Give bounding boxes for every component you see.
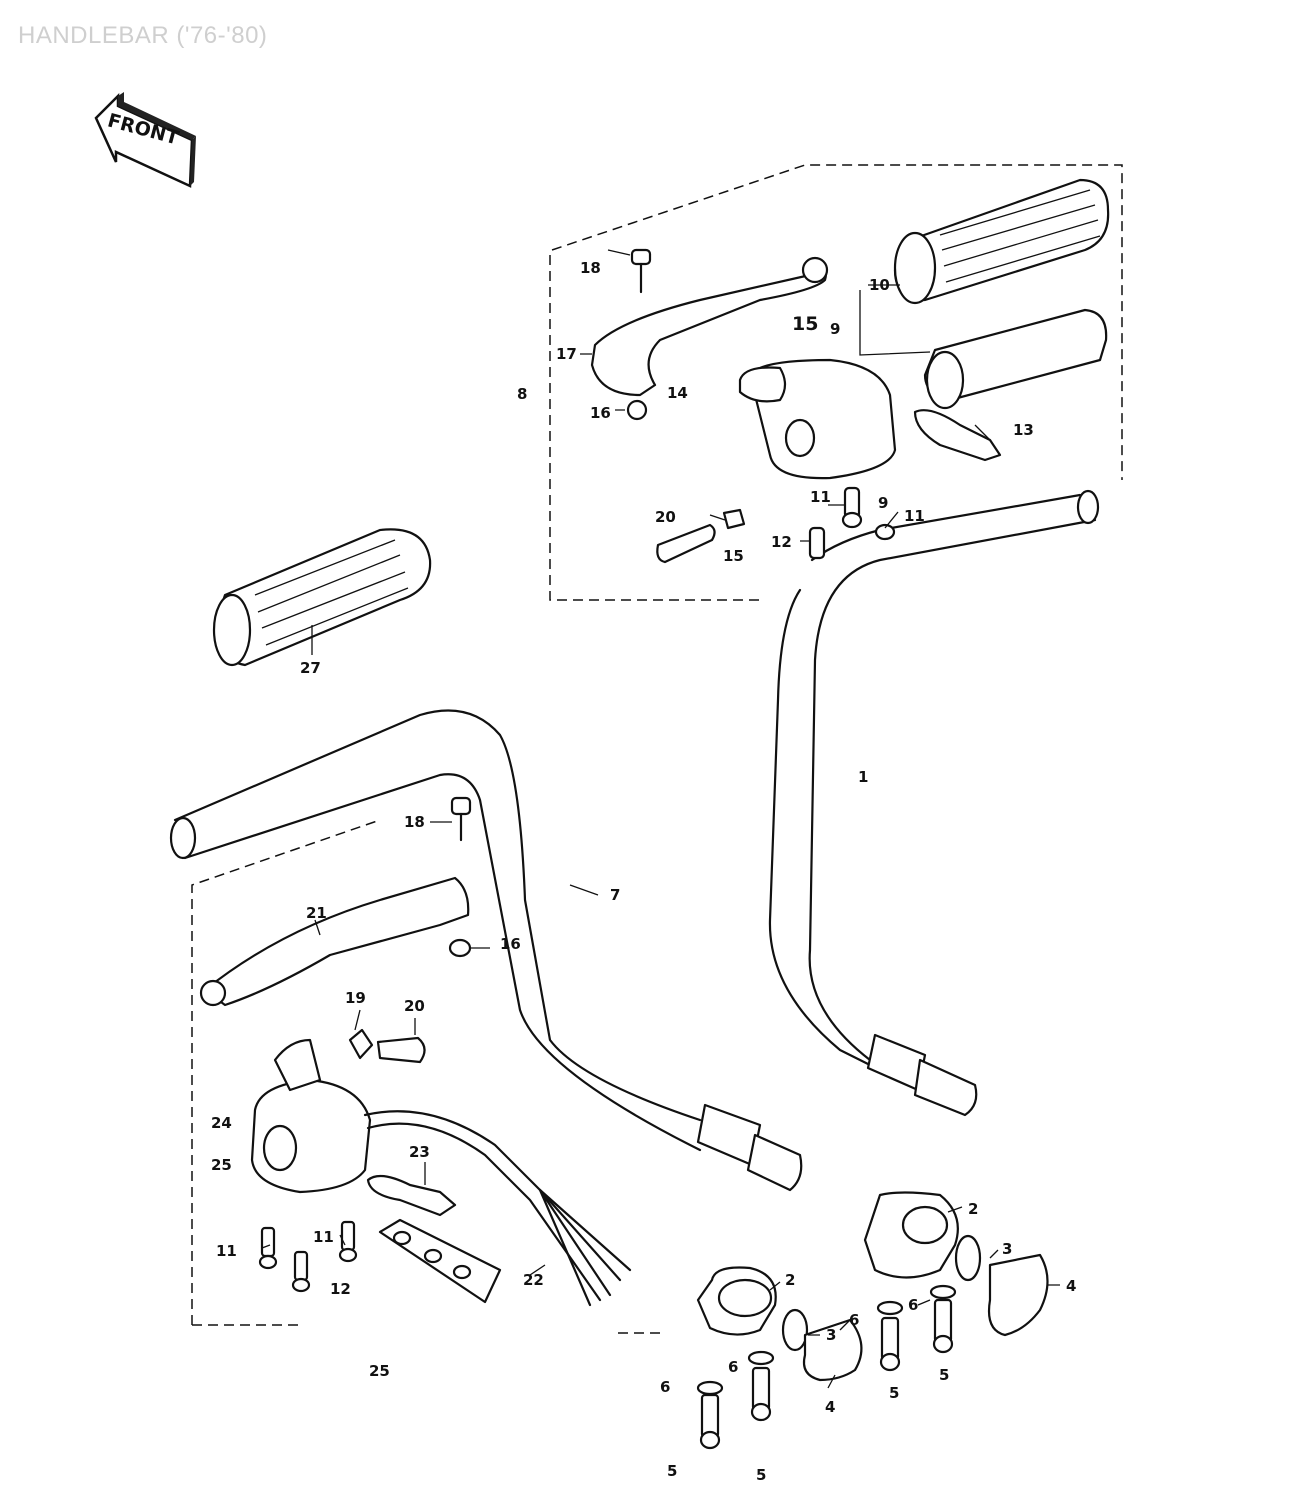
callout-15: 15 bbox=[723, 547, 744, 565]
left-handlebar bbox=[169, 709, 803, 1192]
callout-23: 23 bbox=[409, 1143, 430, 1161]
callout-25: 25 bbox=[369, 1362, 390, 1380]
callout-12: 12 bbox=[771, 533, 792, 551]
handlebar-risers bbox=[696, 1191, 1049, 1450]
callout-11: 11 bbox=[904, 507, 925, 525]
callout-18: 18 bbox=[580, 259, 601, 277]
callout-5: 5 bbox=[939, 1366, 949, 1384]
callout-5: 5 bbox=[756, 1466, 766, 1484]
callout-1: 1 bbox=[858, 768, 868, 786]
callout-9: 9 bbox=[830, 320, 840, 338]
callout-11: 11 bbox=[810, 488, 831, 506]
callout-2: 2 bbox=[785, 1271, 795, 1289]
callout-15: 15 bbox=[792, 313, 818, 335]
callout-6: 6 bbox=[849, 1311, 859, 1329]
throttle-sleeve bbox=[923, 308, 1108, 410]
callout-labels: 1 2 2 3 3 4 4 5 5 5 5 6 6 6 6 7 8 9 9 10… bbox=[211, 259, 1076, 1484]
callout-18: 18 bbox=[404, 813, 425, 831]
master-cylinder bbox=[738, 358, 897, 480]
callout-17: 17 bbox=[556, 345, 577, 363]
callout-27: 27 bbox=[300, 659, 321, 677]
left-lever bbox=[199, 876, 470, 1007]
callout-12: 12 bbox=[330, 1280, 351, 1298]
callout-16: 16 bbox=[590, 404, 611, 422]
callout-4: 4 bbox=[1066, 1277, 1076, 1295]
callout-11: 11 bbox=[313, 1228, 334, 1246]
left-switch-housing bbox=[250, 1038, 632, 1307]
callout-3: 3 bbox=[1002, 1240, 1012, 1258]
front-arrow-badge: FRONT bbox=[94, 92, 196, 188]
callout-6: 6 bbox=[908, 1296, 918, 1314]
callout-16: 16 bbox=[500, 935, 521, 953]
callout-leaders bbox=[261, 249, 1060, 1389]
throttle-clamp bbox=[913, 409, 1002, 462]
left-assembly-box bbox=[191, 819, 660, 1334]
right-handlebar bbox=[768, 489, 1100, 1117]
diagram-title: HANDLEBAR ('76-'80) bbox=[18, 22, 268, 49]
left-grip bbox=[212, 528, 432, 667]
callout-4: 4 bbox=[825, 1398, 835, 1416]
right-assembly-box bbox=[549, 164, 1123, 601]
callout-19: 19 bbox=[345, 989, 366, 1007]
callout-13: 13 bbox=[1013, 421, 1034, 439]
callout-20: 20 bbox=[404, 997, 425, 1015]
callout-25: 25 bbox=[211, 1156, 232, 1174]
callout-20: 20 bbox=[655, 508, 676, 526]
callout-6: 6 bbox=[660, 1378, 670, 1396]
callout-7: 7 bbox=[610, 886, 620, 904]
callout-8: 8 bbox=[517, 385, 527, 403]
callout-5: 5 bbox=[889, 1384, 899, 1402]
callout-21: 21 bbox=[306, 904, 327, 922]
right-grip bbox=[893, 178, 1110, 305]
callout-14: 14 bbox=[667, 384, 688, 402]
left-hardware bbox=[348, 796, 472, 1064]
callout-3: 3 bbox=[826, 1326, 836, 1344]
callout-11: 11 bbox=[216, 1242, 237, 1260]
right-hardware bbox=[626, 248, 896, 564]
callout-9: 9 bbox=[878, 494, 888, 512]
callout-24: 24 bbox=[211, 1114, 232, 1132]
callout-10: 10 bbox=[869, 276, 890, 294]
callout-6: 6 bbox=[728, 1358, 738, 1376]
callout-22: 22 bbox=[523, 1271, 544, 1289]
callout-5: 5 bbox=[667, 1462, 677, 1480]
callout-2: 2 bbox=[968, 1200, 978, 1218]
right-brake-lever bbox=[590, 256, 829, 397]
